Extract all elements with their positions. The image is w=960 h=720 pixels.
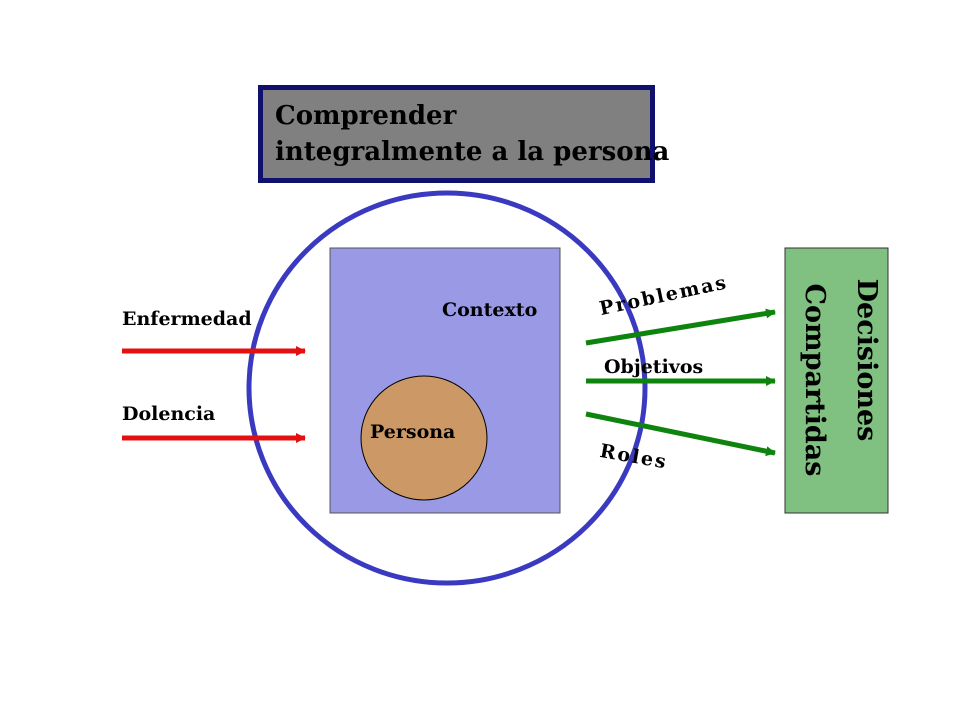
comprehension-circle [246,190,648,586]
title-line-1: Comprender [275,101,457,131]
shared-decisions-box [784,247,889,514]
compartidas-label: Compartidas [799,283,830,477]
title-line-2: integralmente a la persona [275,137,670,167]
contexto-label: Contexto [442,299,538,321]
persona-label: Persona [370,421,456,443]
decisiones-label: Decisiones [851,278,882,442]
title-box: Comprender integralmente a la persona [258,85,670,183]
problemas-arrow [585,308,776,346]
roles-arrow [585,411,776,457]
objetivos-label: Objetivos [604,356,704,378]
dolencia-label: Dolencia [122,403,216,425]
enfermedad-label: Enfermedad [122,308,252,330]
persona-ellipse [360,375,488,501]
